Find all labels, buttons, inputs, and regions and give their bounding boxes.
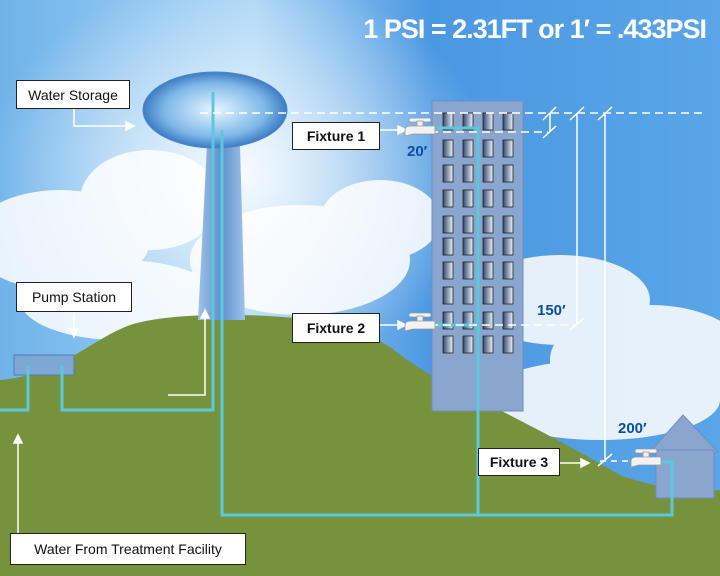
building-window — [442, 215, 454, 234]
building-window — [442, 237, 454, 256]
building-window — [482, 237, 494, 256]
pump-station-label: Pump Station — [16, 282, 132, 312]
building-window — [482, 112, 494, 131]
house — [655, 449, 715, 499]
building-window — [442, 164, 454, 183]
fixture-2-label: Fixture 2 — [292, 313, 380, 343]
water-from-treatment-label: Water From Treatment Facility — [10, 533, 246, 565]
faucet-icons — [404, 117, 662, 468]
building-window — [502, 261, 514, 280]
water-storage-label: Water Storage — [16, 80, 130, 109]
building-window — [482, 215, 494, 234]
building-window — [482, 286, 494, 305]
building-window — [442, 286, 454, 305]
building-window — [502, 311, 514, 330]
water-storage-tank — [142, 71, 288, 149]
building-window — [502, 164, 514, 183]
building-window — [442, 139, 454, 158]
dimension-20ft: 20′ — [407, 143, 428, 160]
fixture-3-label: Fixture 3 — [478, 448, 560, 476]
dimension-lines — [200, 106, 705, 467]
building-window — [482, 261, 494, 280]
building-window — [502, 215, 514, 234]
building-window — [502, 112, 514, 131]
building-window — [482, 311, 494, 330]
building-window — [442, 311, 454, 330]
building-window — [442, 335, 454, 354]
building-window — [442, 189, 454, 208]
building-window — [462, 286, 474, 305]
hill — [0, 314, 720, 576]
building-window — [482, 164, 494, 183]
building-window — [462, 164, 474, 183]
dimension-200ft: 200′ — [618, 420, 647, 437]
building-windows — [442, 112, 514, 354]
fixture-1-label: Fixture 1 — [292, 122, 380, 150]
building-window — [462, 139, 474, 158]
building-window — [502, 139, 514, 158]
pump-station — [13, 354, 75, 376]
building-window — [502, 286, 514, 305]
building-window — [462, 237, 474, 256]
building-window — [462, 215, 474, 234]
building-window — [462, 335, 474, 354]
building-window — [502, 237, 514, 256]
building-window — [482, 139, 494, 158]
building-window — [442, 261, 454, 280]
building-window — [502, 335, 514, 354]
building-window — [502, 189, 514, 208]
building-window — [482, 189, 494, 208]
pipes — [0, 92, 674, 517]
building-window — [462, 261, 474, 280]
building-window — [462, 311, 474, 330]
psi-conversion-title: 1 PSI = 2.31FT or 1′ = .433PSI — [363, 14, 707, 44]
building-window — [462, 189, 474, 208]
building-window — [482, 335, 494, 354]
arrows — [12, 108, 591, 533]
dimension-150ft: 150′ — [537, 302, 566, 319]
